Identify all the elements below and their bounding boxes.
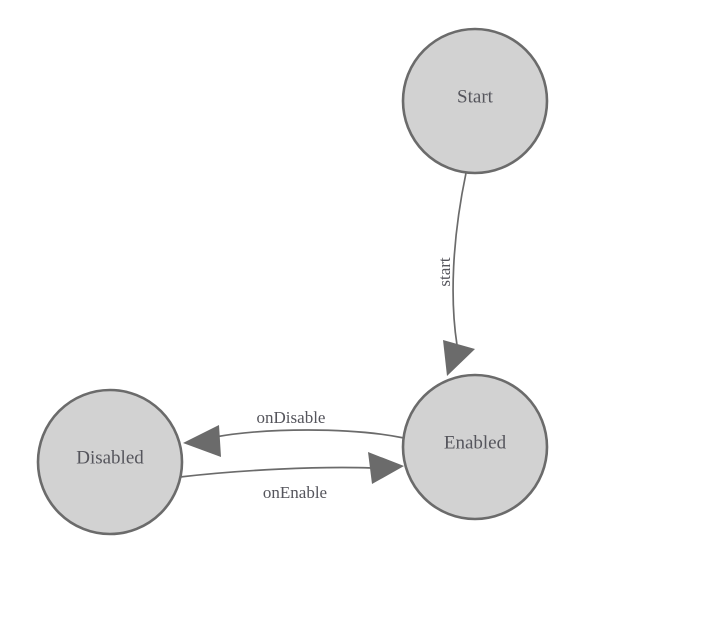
edge-label-on-disable: onDisable bbox=[257, 408, 326, 427]
node-shape-start bbox=[401, 27, 549, 175]
node-shape-disabled bbox=[36, 388, 184, 536]
node-start[interactable]: Start bbox=[401, 27, 549, 175]
edge-path-disabled-to-enabled bbox=[179, 466, 373, 478]
node-enabled[interactable]: Enabled bbox=[401, 373, 549, 521]
edge-label-on-enable: onEnable bbox=[263, 483, 327, 502]
edge-enabled-to-disabled[interactable]: onDisable bbox=[183, 408, 405, 457]
arrowhead-right-icon bbox=[368, 452, 404, 484]
node-label-disabled: Disabled bbox=[76, 447, 144, 468]
edge-path-start-to-enabled bbox=[452, 172, 467, 346]
node-disabled[interactable]: Disabled bbox=[36, 388, 184, 536]
edge-disabled-to-enabled[interactable]: onEnable bbox=[179, 452, 404, 502]
arrowhead-down-icon bbox=[443, 340, 475, 376]
edge-start-to-enabled[interactable]: start bbox=[435, 172, 475, 376]
node-label-start: Start bbox=[457, 86, 494, 107]
node-shape-enabled bbox=[401, 373, 549, 521]
node-label-enabled: Enabled bbox=[444, 432, 507, 453]
edge-label-start: start bbox=[435, 257, 454, 287]
edge-path-enabled-to-disabled bbox=[214, 429, 405, 439]
arrowhead-left-icon bbox=[183, 425, 221, 457]
